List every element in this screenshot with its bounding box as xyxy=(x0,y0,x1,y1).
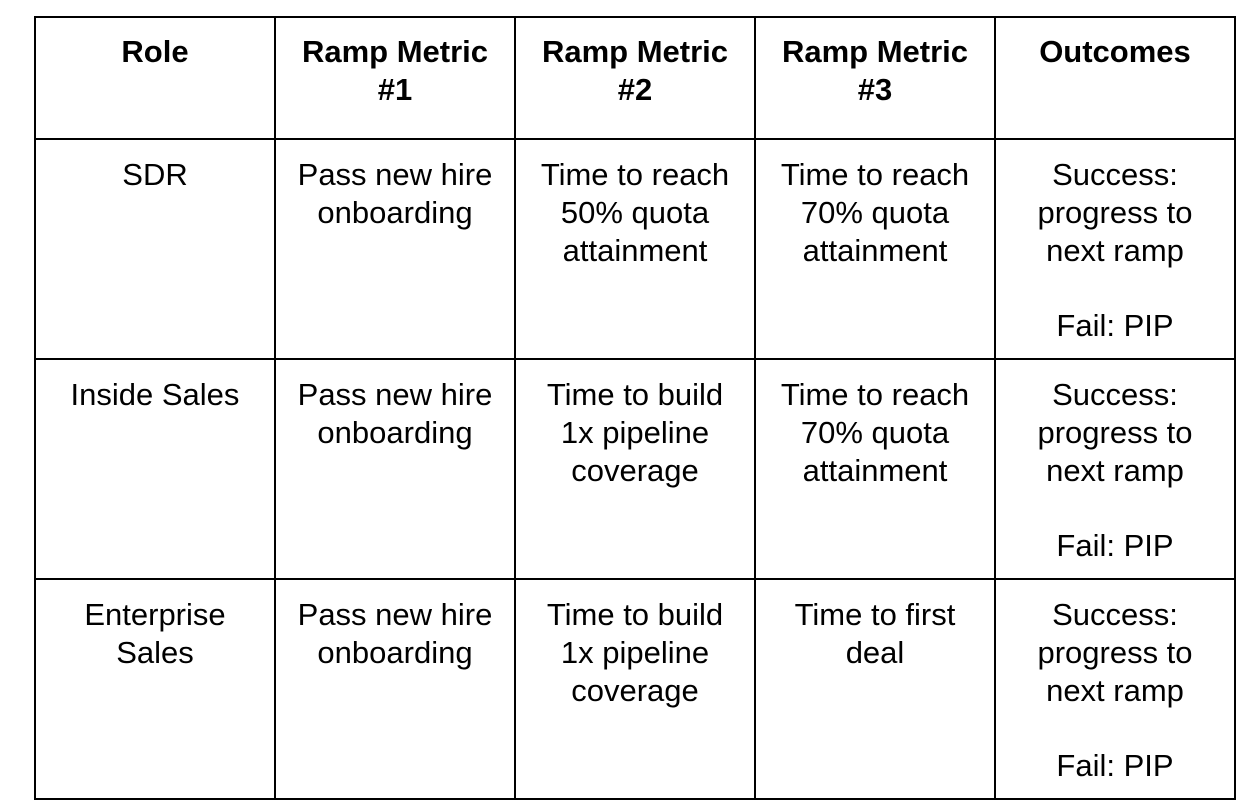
table-header-row: Role Ramp Metric #1 Ramp Metric #2 Ramp … xyxy=(34,16,1236,140)
cell-role: Enterprise Sales xyxy=(34,578,276,800)
header-ramp-metric-2: Ramp Metric #2 xyxy=(514,16,756,140)
cell-metric-1: Pass new hire onboarding xyxy=(274,578,516,800)
metric-3-text: Time to reach 70% quota attainment xyxy=(780,157,970,268)
metric-3-text: Time to first deal xyxy=(794,597,956,670)
cell-metric-1: Pass new hire onboarding xyxy=(274,138,516,360)
cell-metric-2: Time to build 1x pipeline coverage xyxy=(514,358,756,580)
cell-metric-1: Pass new hire onboarding xyxy=(274,358,516,580)
header-ramp-metric-1-label: Ramp Metric #1 xyxy=(301,34,489,107)
metric-1-text: Pass new hire onboarding xyxy=(297,597,493,670)
cell-role: Inside Sales xyxy=(34,358,276,580)
cell-metric-2: Time to reach 50% quota attainment xyxy=(514,138,756,360)
table-row: Enterprise Sales Pass new hire onboardin… xyxy=(34,578,1236,800)
header-outcomes-label: Outcomes xyxy=(1039,34,1191,69)
table-row: Inside Sales Pass new hire onboarding Ti… xyxy=(34,358,1236,580)
cell-outcomes: Success: progress to next ramp Fail: PIP xyxy=(994,578,1236,800)
outcome-success-text: Success: progress to next ramp xyxy=(1037,377,1193,488)
cell-outcomes: Success: progress to next ramp Fail: PIP xyxy=(994,138,1236,360)
header-ramp-metric-3: Ramp Metric #3 xyxy=(754,16,996,140)
table-row: SDR Pass new hire onboarding Time to rea… xyxy=(34,138,1236,360)
outcome-fail-text: Fail: PIP xyxy=(1056,528,1174,563)
metric-2-text: Time to build 1x pipeline coverage xyxy=(546,597,724,708)
outcome-fail-text: Fail: PIP xyxy=(1056,748,1174,783)
role-text: SDR xyxy=(122,157,188,192)
cell-metric-3: Time to reach 70% quota attainment xyxy=(754,138,996,360)
outcome-success-text: Success: progress to next ramp xyxy=(1037,157,1193,268)
header-role: Role xyxy=(34,16,276,140)
header-ramp-metric-1: Ramp Metric #1 xyxy=(274,16,516,140)
header-outcomes: Outcomes xyxy=(994,16,1236,140)
header-ramp-metric-3-label: Ramp Metric #3 xyxy=(781,34,969,107)
cell-metric-3: Time to first deal xyxy=(754,578,996,800)
role-text: Enterprise Sales xyxy=(84,597,226,670)
header-role-label: Role xyxy=(121,34,189,69)
header-ramp-metric-2-label: Ramp Metric #2 xyxy=(541,34,729,107)
cell-metric-2: Time to build 1x pipeline coverage xyxy=(514,578,756,800)
outcome-fail-text: Fail: PIP xyxy=(1056,308,1174,343)
cell-outcomes: Success: progress to next ramp Fail: PIP xyxy=(994,358,1236,580)
metric-1-text: Pass new hire onboarding xyxy=(297,377,493,450)
cell-metric-3: Time to reach 70% quota attainment xyxy=(754,358,996,580)
metric-2-text: Time to build 1x pipeline coverage xyxy=(546,377,724,488)
metric-3-text: Time to reach 70% quota attainment xyxy=(780,377,970,488)
cell-role: SDR xyxy=(34,138,276,360)
metric-1-text: Pass new hire onboarding xyxy=(297,157,493,230)
role-text: Inside Sales xyxy=(70,377,240,412)
outcome-success-text: Success: progress to next ramp xyxy=(1037,597,1193,708)
metric-2-text: Time to reach 50% quota attainment xyxy=(540,157,730,268)
ramp-metrics-table: Role Ramp Metric #1 Ramp Metric #2 Ramp … xyxy=(34,16,1236,800)
